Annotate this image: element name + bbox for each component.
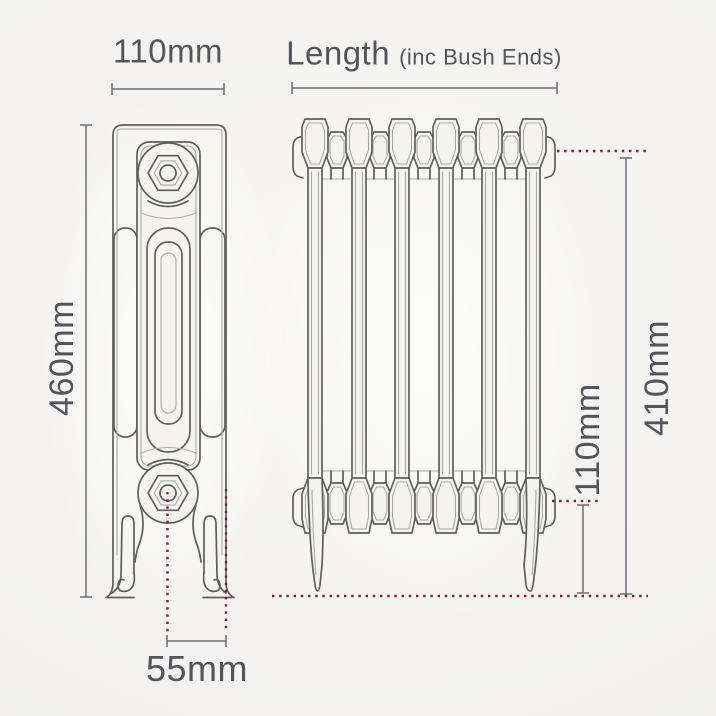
length-dimension-label: Length (inc Bush Ends) <box>286 37 562 70</box>
tapping-height-dimension-label: 410mm <box>638 320 676 436</box>
side-panel-outline-1 <box>146 227 191 453</box>
foot-height-dimension-line <box>577 504 589 594</box>
side-bottom-collar-curve <box>140 446 197 454</box>
side-panel-outline-2 <box>154 241 183 425</box>
side-top-bush-nut <box>137 142 199 204</box>
datum-dotted-lines <box>166 149 648 632</box>
side-view-drawing <box>105 124 235 599</box>
side-outer-frame-inner-line <box>116 128 223 556</box>
foot-height-dimension-label: 110mm <box>569 383 607 497</box>
front-bush-end-bottom-right <box>544 487 556 528</box>
side-top-collar-curve <box>140 212 197 220</box>
side-skirt-left <box>134 504 144 563</box>
dimension-lines <box>80 82 632 647</box>
side-foot-right <box>202 515 227 594</box>
overall-height-dimension-label: 460mm <box>43 300 81 416</box>
front-bush-end-top-right <box>544 135 556 179</box>
front-leg-left <box>307 477 324 592</box>
side-bottom-neck-curve <box>147 458 189 466</box>
front-columns <box>301 118 547 481</box>
pipe-centres-dimension-line <box>166 635 227 647</box>
overall-height-dimension-line <box>80 124 92 598</box>
length-label-note: (inc Bush Ends) <box>399 44 562 70</box>
pipe-centres-dimension-label: 55mm <box>145 648 249 689</box>
front-view-drawing <box>292 118 556 592</box>
side-top-neck-curve <box>147 200 189 208</box>
side-skirt-right <box>192 504 202 563</box>
front-leg-right <box>523 477 541 592</box>
length-label-title: Length <box>286 34 391 72</box>
side-foot-left <box>111 515 136 594</box>
front-bush-end-top-left <box>292 135 304 179</box>
side-panel-outline-3 <box>160 252 177 414</box>
length-dimension-line <box>291 82 558 94</box>
side-outer-frame <box>106 124 234 598</box>
tapping-height-dimension-line <box>620 157 632 595</box>
side-lobe-right <box>199 227 226 438</box>
depth-dimension-label: 110mm <box>112 32 224 70</box>
front-bush-end-bottom-left <box>292 487 304 528</box>
depth-dimension-line <box>111 83 225 95</box>
